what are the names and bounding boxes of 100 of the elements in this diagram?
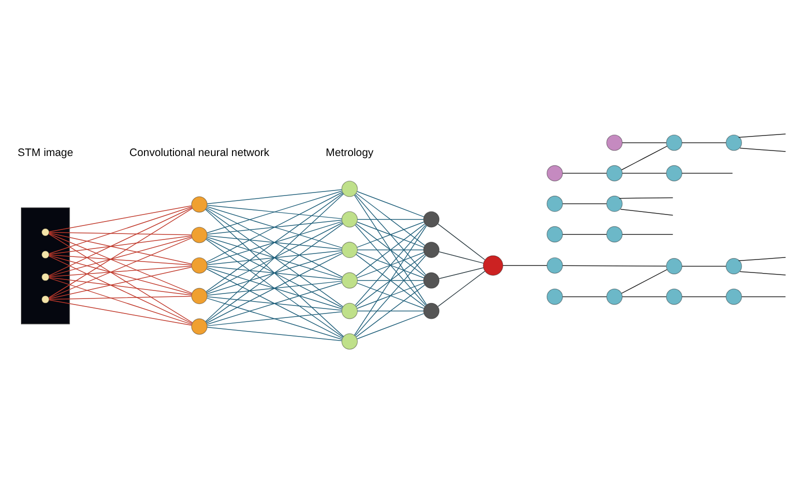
connector — [621, 145, 668, 170]
connector — [206, 206, 343, 277]
cluster — [20, 207, 70, 324]
node-circle — [191, 256, 208, 274]
node-circle — [606, 195, 623, 212]
node-circle — [41, 228, 50, 236]
label: STM image — [18, 146, 74, 159]
node-circle — [546, 195, 563, 212]
connector — [206, 219, 342, 234]
label: Metrology — [326, 146, 374, 159]
connector — [48, 232, 192, 264]
node-circle — [341, 180, 358, 197]
connector — [438, 266, 484, 279]
connector — [356, 284, 426, 337]
connector — [48, 204, 192, 232]
connector — [356, 190, 424, 217]
connector — [354, 194, 426, 275]
node-circle — [41, 294, 50, 303]
node-circle — [341, 332, 358, 350]
connector — [562, 202, 607, 204]
connector — [356, 282, 424, 308]
node-circle — [423, 302, 440, 319]
connector — [48, 233, 193, 323]
node-circle — [423, 241, 440, 258]
connector — [48, 235, 192, 254]
connector — [622, 142, 667, 143]
node-circle — [606, 288, 623, 304]
node-circle — [666, 134, 682, 150]
node-circle — [341, 302, 358, 319]
connector — [738, 256, 786, 261]
connector — [740, 270, 786, 275]
node-circle — [546, 288, 563, 304]
connector — [206, 191, 343, 262]
node-circle — [606, 164, 623, 181]
node-circle — [666, 288, 682, 304]
connector — [622, 296, 667, 297]
connector — [206, 204, 342, 219]
node-circle — [191, 318, 208, 334]
connector — [206, 206, 342, 248]
node-circle — [191, 196, 208, 212]
node-circle — [41, 272, 50, 281]
connector — [48, 277, 192, 324]
node-circle — [546, 226, 563, 242]
node-circle — [341, 272, 358, 288]
label: Convolutional neural network — [129, 146, 270, 159]
connector — [622, 233, 674, 234]
connector — [354, 254, 426, 336]
connector — [438, 250, 484, 264]
connector — [356, 252, 424, 278]
connector — [206, 268, 343, 338]
connector — [357, 310, 424, 311]
connector — [206, 188, 342, 204]
connector — [206, 236, 342, 278]
connector — [682, 296, 726, 297]
connector — [206, 192, 344, 292]
connector — [682, 265, 726, 266]
connector — [206, 234, 342, 250]
connector — [437, 222, 486, 260]
connector — [206, 237, 343, 308]
connector — [562, 296, 607, 297]
connector — [622, 172, 667, 174]
node-circle — [482, 254, 504, 276]
node-circle — [191, 287, 208, 304]
connector — [621, 268, 668, 294]
connector — [206, 238, 344, 338]
connector — [354, 194, 427, 304]
node-circle — [666, 164, 682, 181]
node-circle — [726, 288, 742, 304]
connector — [206, 208, 344, 307]
node-circle — [546, 164, 563, 181]
connector — [205, 192, 344, 322]
connector — [206, 252, 343, 324]
connector — [48, 254, 192, 265]
connector — [48, 295, 192, 300]
connector — [562, 233, 607, 234]
node-circle — [191, 226, 208, 243]
node-circle — [726, 258, 742, 274]
connector — [620, 208, 674, 216]
connector — [48, 299, 192, 326]
node-circle — [341, 210, 358, 228]
connector — [206, 266, 342, 309]
connector — [682, 172, 733, 174]
connector — [48, 208, 193, 298]
connector — [206, 296, 342, 310]
connector — [206, 251, 342, 294]
node-circle — [546, 256, 563, 274]
connector — [206, 280, 342, 296]
connector — [562, 172, 607, 174]
node-circle — [423, 210, 440, 228]
connector — [356, 221, 424, 248]
connector — [48, 206, 192, 254]
connector — [357, 249, 424, 250]
node-circle — [423, 272, 440, 288]
node-circle — [41, 250, 50, 258]
node-circle — [726, 134, 742, 150]
connector — [48, 255, 192, 324]
connector — [682, 142, 726, 143]
connector — [206, 282, 342, 324]
connector — [738, 133, 786, 138]
node-circle — [341, 241, 358, 258]
